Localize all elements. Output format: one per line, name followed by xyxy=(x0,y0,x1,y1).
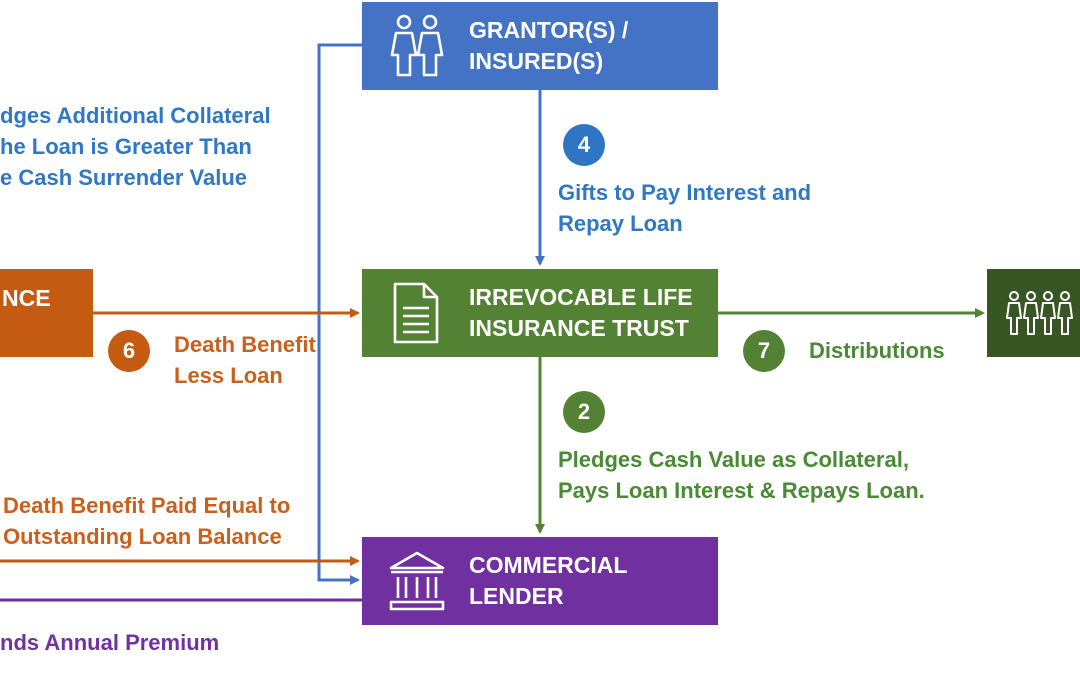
lender-box: COMMERCIAL LENDER xyxy=(362,537,718,625)
note-gifts: Gifts to Pay Interest and Repay Loan xyxy=(558,180,812,236)
grantor-label: GRANTOR(S) / INSURED(S) xyxy=(469,17,629,74)
family-icon xyxy=(1006,291,1073,335)
step-badge-4: 4 xyxy=(563,124,605,166)
note-distributions: Distributions xyxy=(809,338,945,363)
step-badge-6: 6 xyxy=(108,330,150,372)
trust-box: IRREVOCABLE LIFE INSURANCE TRUST xyxy=(362,269,718,357)
note-annual-premium: nds Annual Premium xyxy=(0,630,220,655)
bank-icon xyxy=(389,551,445,611)
note-pledges-cash-value: Pledges Cash Value as Collateral, Pays L… xyxy=(558,447,925,503)
grantor-box: GRANTOR(S) / INSURED(S) xyxy=(362,2,718,90)
beneficiaries-box xyxy=(987,269,1080,357)
insurance-box: NCE xyxy=(0,269,93,357)
document-icon xyxy=(393,282,439,344)
step-badge-2: 2 xyxy=(563,391,605,433)
step-badge-7: 7 xyxy=(743,330,785,372)
couple-icon xyxy=(390,14,444,77)
note-death-benefit-less-loan: Death Benefit Less Loan xyxy=(174,332,316,388)
trust-label: IRREVOCABLE LIFE INSURANCE TRUST xyxy=(469,284,693,341)
note-death-benefit-paid: Death Benefit Paid Equal to Outstanding … xyxy=(3,493,291,549)
note-additional-collateral: dges Additional Collateral he Loan is Gr… xyxy=(0,103,271,190)
insurance-label: NCE xyxy=(2,285,51,311)
lender-label: COMMERCIAL LENDER xyxy=(469,552,628,609)
